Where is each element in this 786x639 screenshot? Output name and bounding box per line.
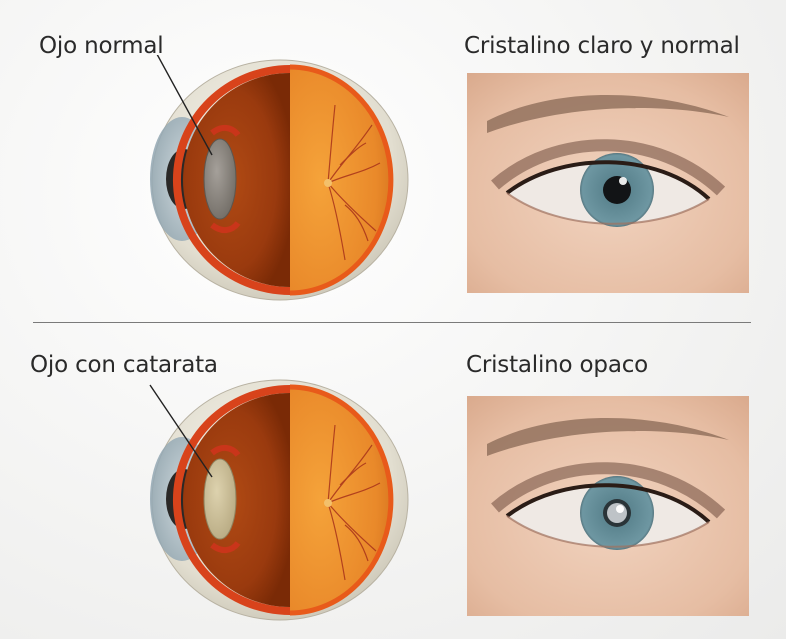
clear-lens-label: Cristalino claro y normal: [464, 33, 740, 59]
opaque-lens-eye-photo: [467, 396, 749, 616]
opaque-lens-label: Cristalino opaco: [466, 352, 648, 378]
normal-eye-cross-section: [140, 55, 410, 305]
section-divider: [33, 322, 751, 323]
cataract-eye-cross-section: [140, 375, 410, 625]
clear-lens-eye-photo: [467, 73, 749, 293]
